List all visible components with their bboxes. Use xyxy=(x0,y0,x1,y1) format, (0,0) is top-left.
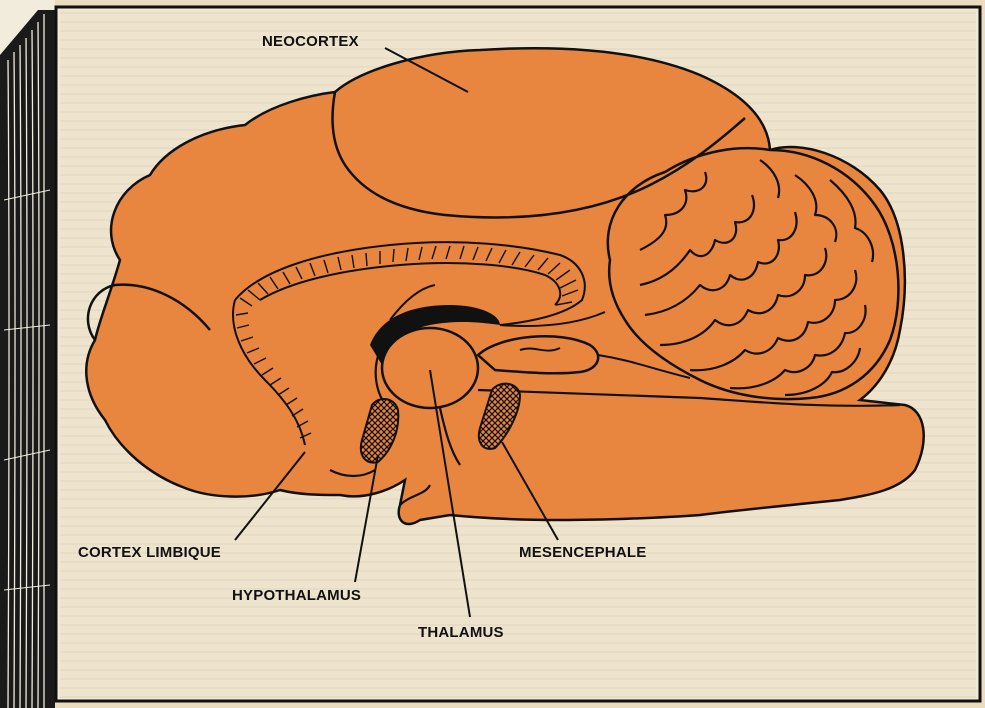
label-thalamus: THALAMUS xyxy=(418,624,504,641)
thalamus-structure xyxy=(382,328,478,408)
label-hypothalamus: HYPOTHALAMUS xyxy=(232,587,361,604)
left-border-decoration xyxy=(0,0,55,708)
label-cortex-limbique: CORTEX LIMBIQUE xyxy=(78,544,221,561)
label-neocortex: NEOCORTEX xyxy=(262,33,359,50)
label-mesencephale: MESENCEPHALE xyxy=(519,544,646,561)
